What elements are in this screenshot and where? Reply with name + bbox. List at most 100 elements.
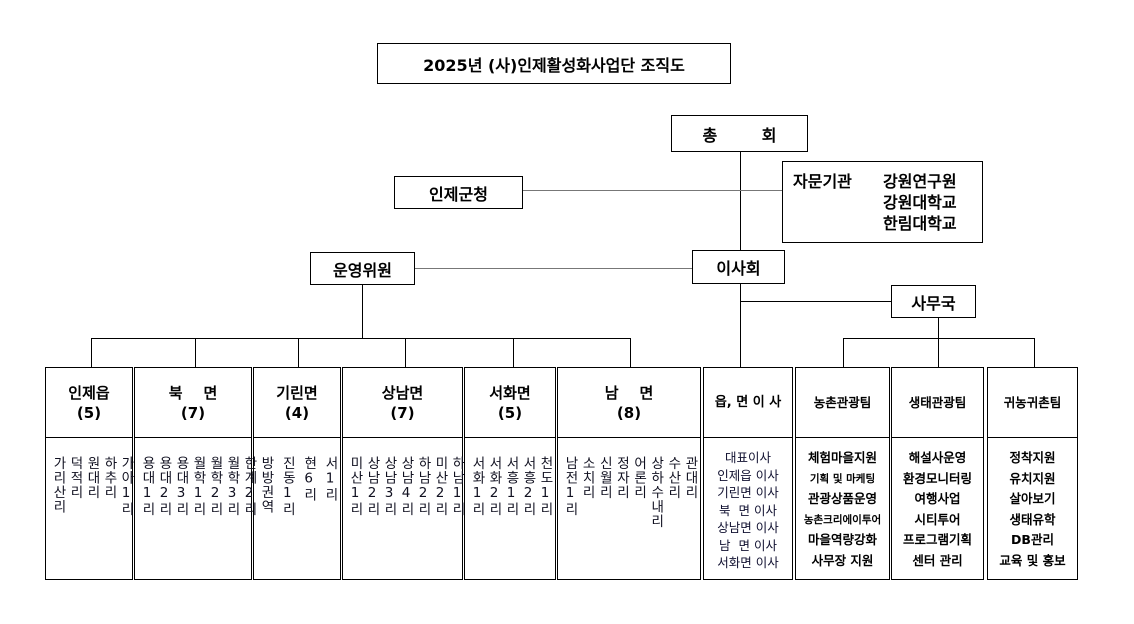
team-task: 유치지원 [1009, 470, 1056, 486]
advisory-box: 자문기관 강원연구원 강원대학교 한림대학교 [782, 161, 983, 243]
connector-line [630, 338, 631, 367]
region-count: (7) [390, 403, 415, 422]
village-item: 어론리 [630, 456, 647, 500]
village-item: 미산1리 [347, 456, 363, 517]
region-header: 서화면(5) [464, 367, 556, 438]
village-item: 서화1리 [469, 456, 485, 517]
region-name: 서화면 [489, 383, 531, 402]
director-item: 남 면 이사 [719, 537, 777, 553]
region-count: (7) [180, 403, 206, 422]
village-item: 덕적리 [67, 456, 83, 500]
village-item: 월학1리 [190, 456, 206, 517]
village-item: 신월리 [596, 456, 613, 500]
village-item: 서흥2리 [520, 456, 536, 517]
region-name: 북 면 [168, 383, 218, 402]
advisory-org: 한림대학교 [883, 214, 957, 233]
county-office-box: 인제군청 [394, 176, 523, 209]
village-item: 용대2리 [156, 456, 172, 517]
chart-title: 2025년 (사)인제활성화사업단 조직도 [377, 43, 731, 84]
village-item: 서흥1리 [503, 456, 519, 517]
director-item: 상남면 이사 [717, 520, 779, 535]
directors-header: 읍, 면 이 사 [703, 367, 793, 438]
director-item: 기린면 이사 [717, 485, 779, 500]
village-item: 용대1리 [139, 456, 155, 517]
director-item: 서화면 이사 [717, 555, 779, 570]
village-item: 하남2리 [415, 456, 431, 517]
village-item: 정자리 [613, 456, 630, 500]
connector-line [938, 338, 939, 367]
team-task: DB관리 [1011, 532, 1054, 547]
region-count: (8) [616, 403, 642, 422]
team-header: 농촌관광팀 [795, 367, 890, 438]
village-item: 서화2리 [486, 456, 502, 517]
team-task: 여행사업 [914, 491, 961, 506]
village-item: 용대3리 [173, 456, 189, 517]
region-count: (4) [284, 403, 310, 422]
region-name: 상남면 [381, 383, 424, 402]
connector-line [938, 317, 939, 338]
team-task: 센터 관리 [912, 552, 963, 568]
region-header: 북 면(7) [134, 367, 252, 438]
connector-line [522, 190, 782, 191]
director-item: 대표이사 [724, 450, 771, 465]
board-box: 이사회 [692, 250, 785, 284]
team-task: 생태유학 [1009, 511, 1056, 527]
village-item: 월학3리 [224, 456, 240, 517]
village-item: 가아1리 [118, 456, 134, 517]
region-name: 인제읍 [68, 383, 110, 402]
village-item: 진동1리 [279, 456, 296, 517]
connector-line [298, 338, 299, 367]
village-item: 가리산리 [50, 456, 66, 514]
village-item: 현6리 [300, 456, 317, 502]
region-name: 남 면 [604, 383, 654, 402]
village-item: 수산리 [664, 456, 681, 500]
connector-line [843, 338, 844, 367]
region-header: 인제읍(5) [45, 367, 133, 438]
team-task: 시티투어 [914, 511, 961, 527]
steering-committee-box: 운영위원 [310, 252, 415, 285]
director-item: 북 면 이사 [719, 502, 777, 518]
general-assembly-box: 총 회 [671, 115, 808, 152]
advisory-label: 자문기관 [793, 172, 852, 191]
connector-line [843, 338, 1035, 339]
connector-line [91, 338, 92, 367]
village-item: 월학2리 [207, 456, 223, 517]
region-header: 상남면(7) [342, 367, 463, 438]
village-item: 방방권역 [258, 456, 274, 514]
team-task: 농촌크리에이투어 [803, 513, 882, 526]
team-header: 귀농귀촌팀 [987, 367, 1078, 438]
village-item: 관대리 [681, 456, 698, 500]
village-item: 미산2리 [432, 456, 448, 517]
team-task: 마을역량강화 [807, 532, 877, 547]
team-task: 프로그램기획 [902, 532, 972, 547]
team-task: 살아보기 [1009, 491, 1056, 506]
village-item: 상남4리 [398, 456, 414, 517]
village-item: 소치리 [579, 456, 596, 500]
connector-line [195, 338, 196, 367]
village-item: 천도1리 [537, 456, 553, 517]
team-task: 기획 및 마케팅 [809, 472, 876, 485]
region-count: (5) [76, 403, 102, 422]
region-count: (5) [497, 403, 523, 422]
team-task: 해설사운영 [908, 450, 967, 465]
connector-line [405, 338, 406, 367]
team-task: 환경모니터링 [902, 470, 972, 486]
village-item: 하추리 [101, 456, 117, 500]
region-name: 기린면 [276, 383, 318, 402]
village-item: 남전1리 [562, 456, 578, 517]
secretariat-box: 사무국 [891, 285, 976, 318]
village-item: 상하수내리 [647, 456, 664, 529]
team-task: 관광상품운영 [807, 491, 877, 506]
team-header: 생태관광팀 [891, 367, 984, 438]
region-header: 기린면(4) [253, 367, 341, 438]
connector-line [414, 268, 692, 269]
team-task: 교육 및 홍보 [999, 552, 1066, 568]
